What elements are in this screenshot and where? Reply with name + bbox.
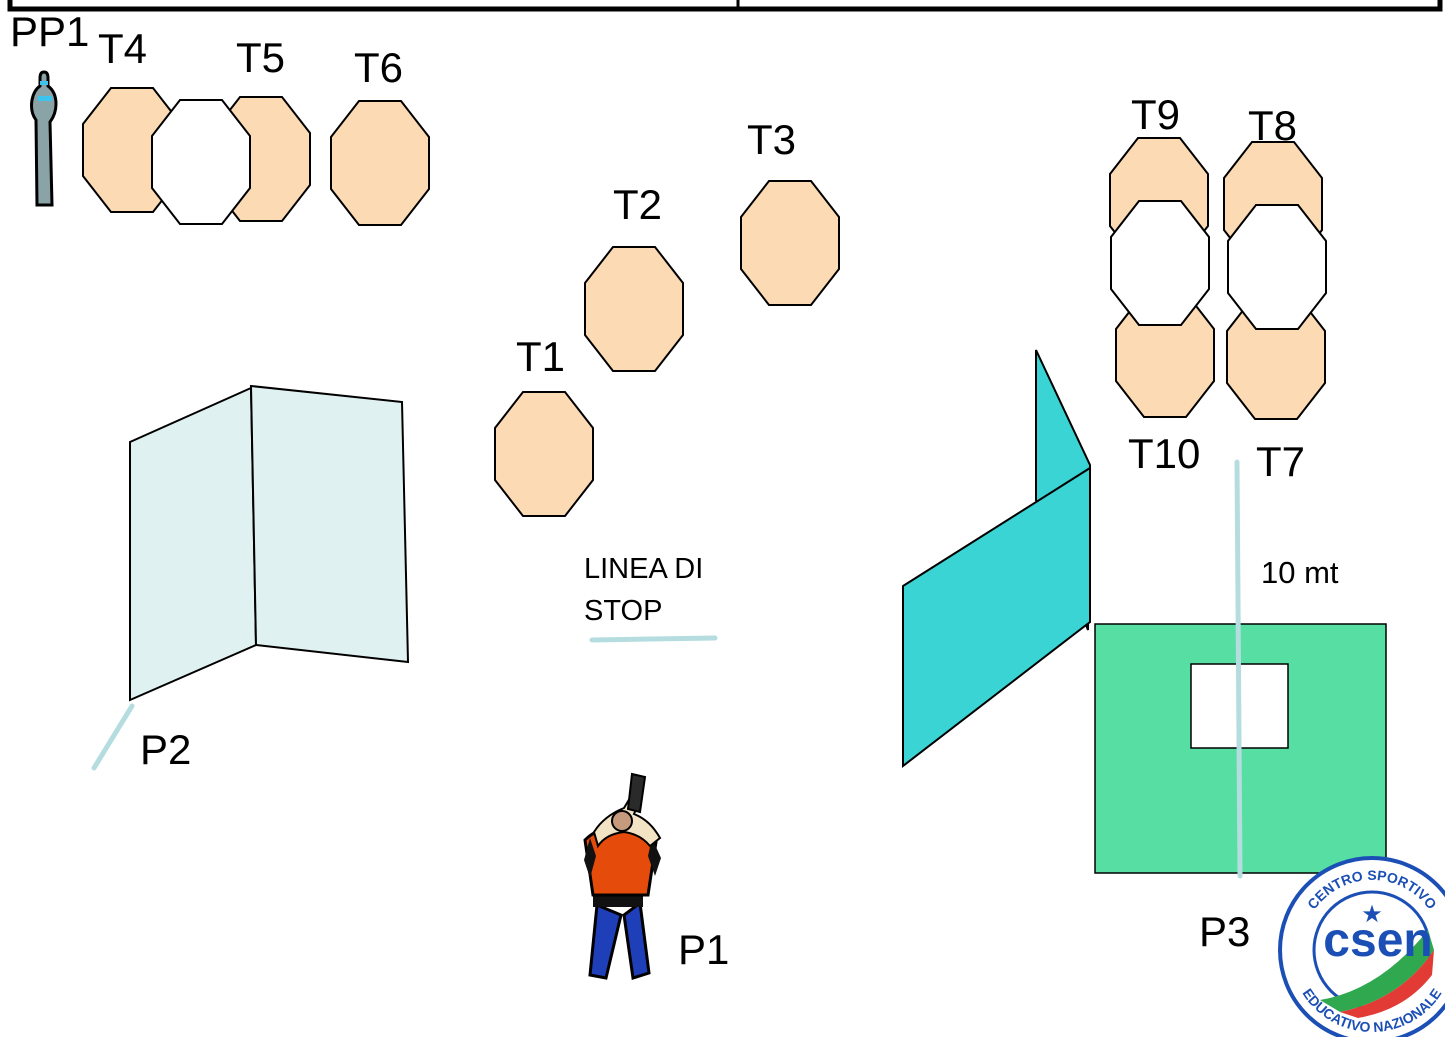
shooting-position-line-p2 (91, 703, 135, 771)
top-border (7, 0, 1443, 12)
barricade-left (129, 384, 410, 702)
distance-line (1234, 459, 1243, 879)
label-t1: T1 (516, 333, 565, 380)
label-pp1: PP1 (10, 8, 89, 55)
logo-star: ★ (1361, 900, 1383, 928)
label-t9: T9 (1131, 91, 1180, 138)
stop-line (589, 635, 718, 643)
logo-center-text: csen (1323, 914, 1432, 967)
barricade-right (902, 349, 1092, 769)
shooter-icon (583, 772, 662, 980)
label-t5: T5 (236, 34, 285, 81)
no-shoot-target-left (152, 100, 250, 224)
distance-label: 10 mt (1261, 555, 1339, 590)
target-t1 (495, 392, 593, 516)
label-p2: P2 (140, 726, 191, 773)
stop-line-label-2: STOP (584, 595, 662, 627)
label-p1: P1 (678, 926, 729, 973)
label-t4: T4 (98, 25, 147, 72)
csen-logo: csen ★ CENTRO SPORTIVO EDUCATIVO NAZIONA… (1278, 856, 1445, 1037)
stop-line-label-1: LINEA DI (584, 553, 703, 585)
label-t6: T6 (354, 44, 403, 91)
target-t6 (331, 101, 429, 225)
label-t2: T2 (613, 181, 662, 228)
target-t3 (741, 181, 839, 305)
popper-icon (30, 70, 58, 207)
no-shoot-target-right-2 (1228, 205, 1326, 329)
label-t10: T10 (1128, 430, 1200, 477)
label-t3: T3 (747, 116, 796, 163)
label-t8: T8 (1248, 102, 1297, 149)
target-t2 (585, 247, 683, 371)
no-shoot-target-right-1 (1111, 201, 1209, 325)
label-t7: T7 (1256, 438, 1305, 485)
label-p3: P3 (1199, 908, 1250, 955)
